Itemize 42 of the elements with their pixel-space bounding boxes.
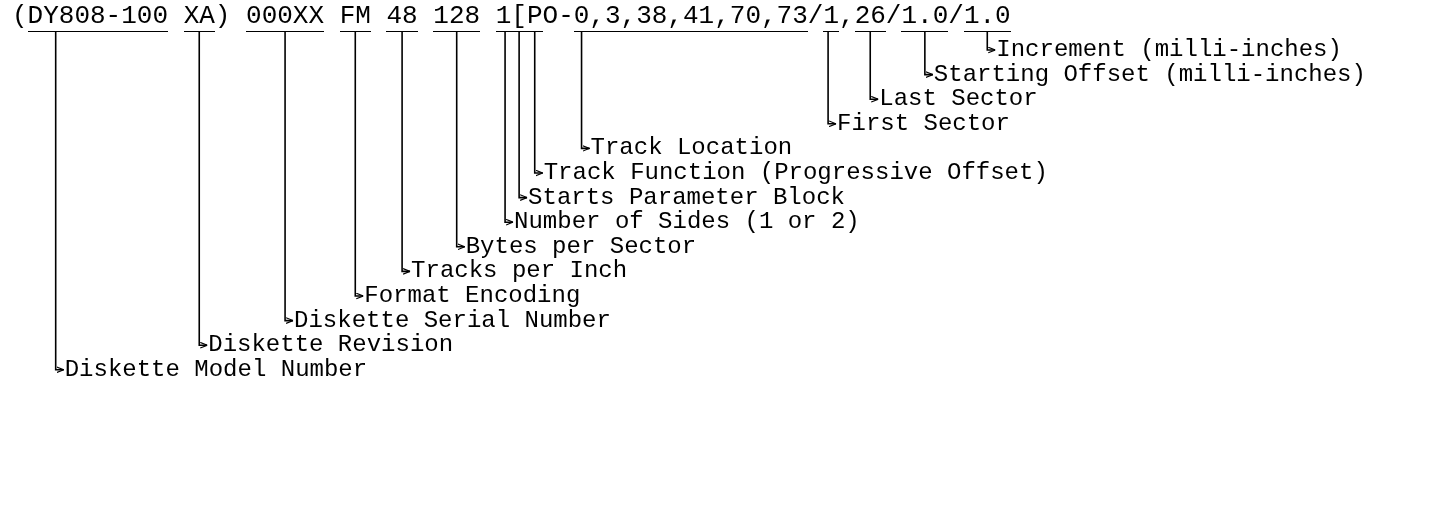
field-description: Number of Sides (1 or 2) (514, 210, 860, 235)
leader-line (54, 30, 65, 374)
code-segment: 000XX (246, 2, 325, 32)
field-description: Track Function (Progressive Offset) (543, 161, 1048, 185)
leader-line (924, 30, 934, 78)
field-description: Starting Offset (milli-inches) (933, 62, 1366, 87)
code-segment: /1.0 (948, 2, 1011, 32)
code-segment: XA) (183, 2, 231, 32)
field-description: Diskette Model Number (64, 357, 368, 382)
leader-line (518, 30, 528, 201)
code-segment: /1.0 (885, 2, 949, 32)
leader-line (869, 30, 880, 103)
code-segment: 48 (386, 2, 418, 32)
leader-line (533, 30, 544, 177)
code-segment: FM (339, 2, 371, 32)
code-segment: /1 (807, 2, 839, 32)
field-description: Increment (milli-inches) (996, 38, 1342, 62)
field-description: Diskette Serial Number (294, 308, 611, 333)
leader-line (198, 30, 209, 349)
field-description: Starts Parameter Block (528, 185, 845, 210)
leader-line (580, 30, 591, 152)
code-segment: 0,3,38,41,70,73 (573, 2, 808, 32)
leader-line (827, 30, 837, 128)
field-description: Bytes per Sector (465, 234, 697, 259)
code-segment: 128 (433, 2, 481, 32)
leader-line (401, 30, 411, 275)
field-description: Diskette Revision (208, 333, 454, 358)
code-segment: [ (511, 2, 527, 32)
leader-line (354, 30, 365, 300)
code-segment: 1 (495, 2, 512, 32)
field-description: Track Location (590, 136, 793, 161)
field-description: First Sector (837, 111, 1010, 136)
field-description: Format Encoding (364, 284, 581, 308)
field-description: Tracks per Inch (411, 259, 628, 284)
leader-line (504, 30, 514, 226)
code-segment: ,26 (839, 2, 886, 32)
code-segment: PO- (526, 2, 574, 32)
field-description: Last Sector (879, 87, 1038, 112)
leader-line (284, 30, 294, 324)
code-segment: (DY808-100 (12, 2, 169, 32)
leader-line (986, 30, 997, 54)
leader-line (455, 30, 466, 251)
